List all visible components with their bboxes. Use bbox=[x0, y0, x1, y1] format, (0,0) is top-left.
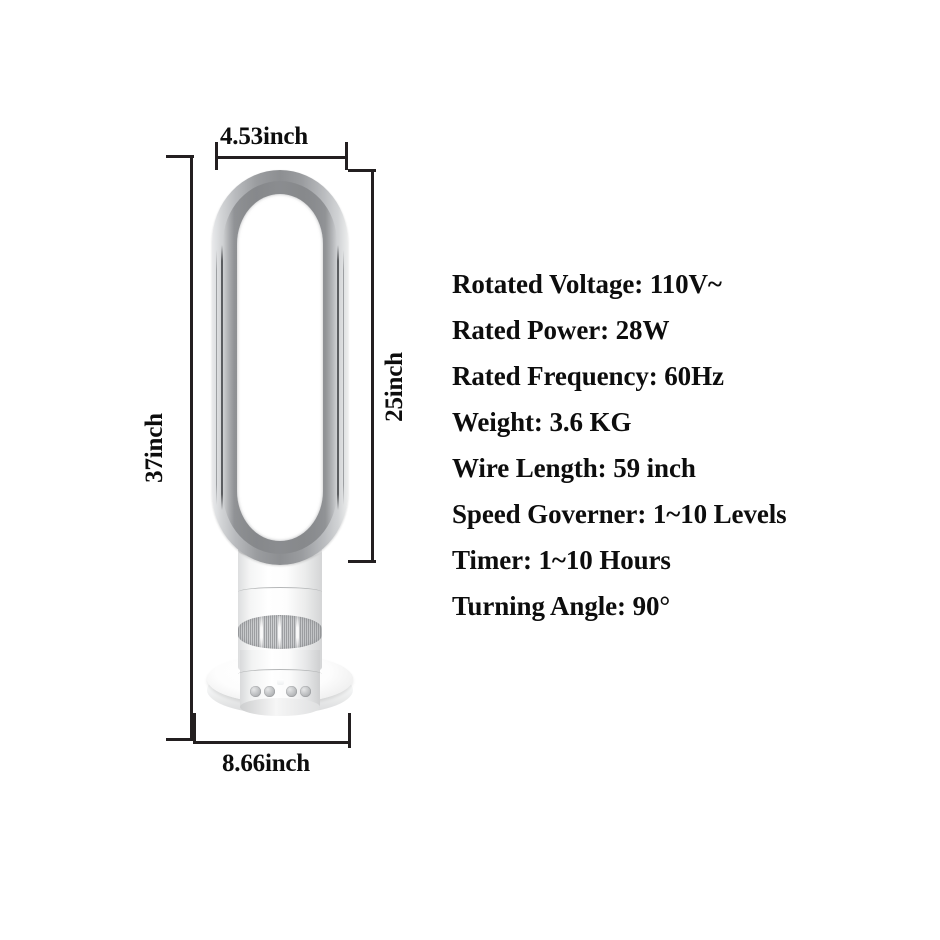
fan-grille-divider bbox=[260, 616, 263, 649]
dimension-label-loop-height: 25inch bbox=[381, 352, 408, 422]
dimension-label-overall-height: 37inch bbox=[141, 413, 168, 483]
dimension-tick-overall-height-top bbox=[166, 155, 194, 158]
fan-control-panel bbox=[248, 679, 312, 700]
dimension-line-base-width bbox=[193, 741, 351, 744]
dimension-tick-loop-width-left bbox=[215, 142, 218, 170]
control-button-power[interactable] bbox=[250, 686, 261, 697]
dimension-line-loop-width bbox=[215, 156, 348, 159]
fan-loop-slot-right bbox=[337, 245, 339, 510]
dimension-tick-loop-height-bottom bbox=[348, 560, 376, 563]
fan-lower-body-rim bbox=[240, 698, 320, 716]
dimension-label-loop-width: 4.53inch bbox=[220, 123, 308, 150]
power-led-icon bbox=[277, 679, 284, 685]
fan-loop-slot-left bbox=[221, 245, 223, 510]
fan-air-loop-aperture bbox=[237, 194, 323, 541]
dimension-line-overall-height bbox=[190, 155, 193, 741]
fan-body-seam-upper bbox=[238, 587, 322, 597]
fan-grille-divider bbox=[296, 616, 299, 649]
spec-rotated-voltage: Rotated Voltage: 110V~ bbox=[452, 269, 722, 299]
dimension-tick-overall-height-bottom bbox=[166, 738, 194, 741]
specification-list: Rotated Voltage: 110V~ Rated Power: 28W … bbox=[452, 261, 922, 629]
fan-illustration bbox=[190, 150, 370, 750]
fan-loop-highlight-left bbox=[216, 250, 217, 505]
spec-weight: Weight: 3.6 KG bbox=[452, 407, 632, 437]
fan-grille-divider bbox=[278, 616, 281, 649]
dimension-label-base-width: 8.66inch bbox=[222, 750, 310, 777]
dimension-line-loop-height bbox=[371, 169, 374, 563]
dimension-tick-base-width-right bbox=[348, 713, 351, 748]
dimension-tick-loop-height-top bbox=[348, 169, 376, 172]
spec-timer: Timer: 1~10 Hours bbox=[452, 545, 671, 575]
dimension-tick-base-width-left bbox=[193, 713, 196, 741]
spec-rated-power: Rated Power: 28W bbox=[452, 315, 670, 345]
spec-wire-length: Wire Length: 59 inch bbox=[452, 453, 696, 483]
fan-intake-grille bbox=[238, 612, 322, 652]
fan-loop-highlight-right bbox=[343, 250, 344, 505]
control-button-oscillate[interactable] bbox=[286, 686, 297, 697]
control-button-timer[interactable] bbox=[300, 686, 311, 697]
spec-rated-frequency: Rated Frequency: 60Hz bbox=[452, 361, 724, 391]
fan-body-seam-lower bbox=[238, 669, 322, 679]
spec-speed-governer: Speed Governer: 1~10 Levels bbox=[452, 499, 787, 529]
control-button-speed[interactable] bbox=[264, 686, 275, 697]
dimension-tick-loop-width-right bbox=[345, 142, 348, 170]
spec-turning-angle: Turning Angle: 90° bbox=[452, 591, 671, 621]
